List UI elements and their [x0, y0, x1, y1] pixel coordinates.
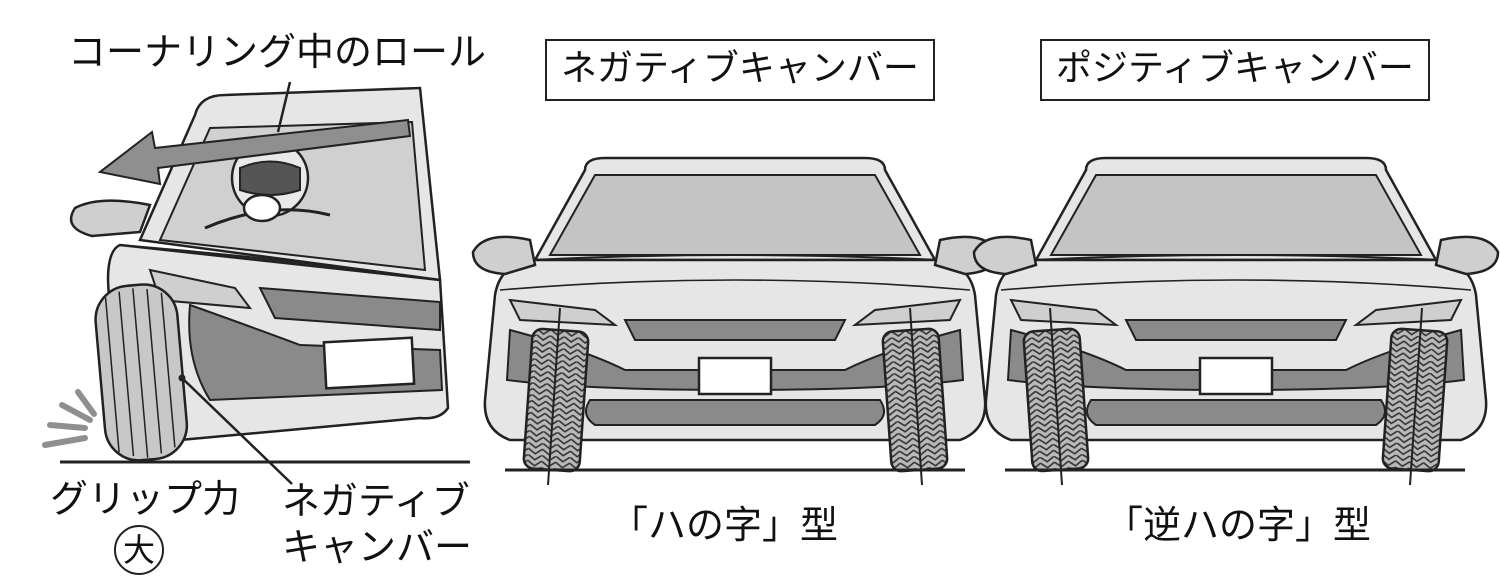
negative-camber-callout-line2: キャンバー [282, 525, 473, 569]
roll-arrow [97, 118, 412, 186]
grip-force-label: グリップ力 [50, 477, 241, 521]
cornering-car-illustration [42, 81, 470, 485]
roll-label: コーナリング中のロール [68, 30, 487, 74]
grip-big-badge: 大 [114, 525, 164, 575]
negative-camber-title: ネガティブキャンバー [545, 39, 935, 101]
negative-camber-callout-line1: ネガティブ [282, 479, 470, 523]
negative-shape-caption: 「ハの字」型 [610, 503, 839, 547]
positive-shape-caption: 「逆ハの字」型 [1105, 503, 1372, 547]
negative-camber-car [471, 156, 999, 486]
positive-camber-title: ポジティブキャンバー [1040, 39, 1430, 101]
positive-camber-car [972, 156, 1500, 486]
